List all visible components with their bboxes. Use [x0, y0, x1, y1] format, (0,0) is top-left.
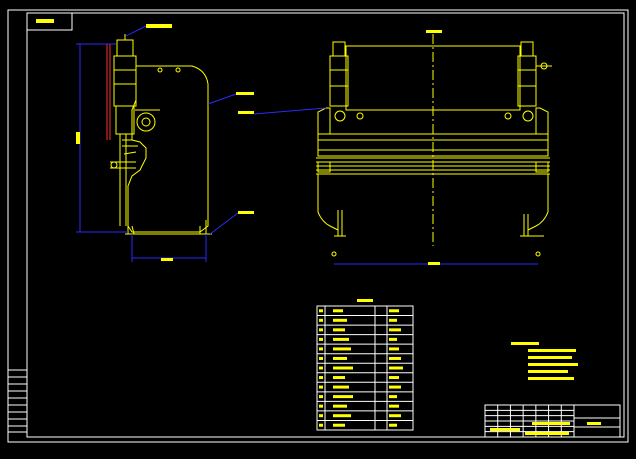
technical-requirement-line: [528, 377, 574, 380]
parts-table-row: [319, 395, 397, 399]
parts-table-row: [319, 337, 397, 341]
front-lower-table: [317, 174, 549, 231]
parts-table-row: [319, 385, 401, 389]
technical-requirement-line: [528, 356, 572, 359]
parts-table-row: [319, 376, 399, 380]
drawing-frame: [7, 9, 629, 443]
technical-requirements: [511, 342, 578, 380]
title-block: [484, 404, 621, 438]
title-block-entry: [525, 432, 569, 435]
parts-table-title: [357, 299, 373, 302]
technical-requirements-title: [511, 342, 539, 345]
parts-table-row: [319, 366, 403, 370]
front-right-cylinder: [517, 55, 537, 107]
side-dimension-labels: [76, 132, 173, 261]
side-spring-hatch: [106, 44, 111, 140]
side-view: [110, 34, 212, 235]
parts-table-row: [319, 309, 399, 313]
title-block-entry: [490, 428, 520, 431]
parts-table-row: [319, 356, 401, 360]
side-dimensions: [76, 25, 239, 262]
title-block-name: [587, 422, 601, 425]
technical-requirement-line: [528, 363, 578, 366]
parts-table-row: [319, 318, 397, 322]
parts-table: [316, 299, 414, 431]
side-handwheel: [136, 112, 156, 132]
inner-frame: [26, 12, 625, 438]
parts-table-row: [319, 404, 399, 408]
front-view: [316, 34, 552, 257]
side-frame-outline: [127, 65, 209, 233]
parts-table-row: [319, 347, 399, 351]
drawing-number-box: [26, 12, 73, 31]
binding-strip: [7, 369, 28, 433]
parts-table-row: [319, 328, 401, 332]
front-left-cylinder: [329, 55, 349, 107]
parts-table-row: [319, 423, 397, 427]
front-labels: [426, 30, 442, 265]
outer-frame: [7, 9, 629, 443]
title-block-entry: [532, 422, 570, 425]
side-callout-labels: [146, 24, 254, 214]
parts-table-row: [319, 414, 401, 418]
technical-requirement-line: [528, 349, 576, 352]
technical-requirement-line: [528, 370, 568, 373]
front-dimensions: [253, 107, 538, 265]
side-cylinder: [113, 55, 137, 107]
